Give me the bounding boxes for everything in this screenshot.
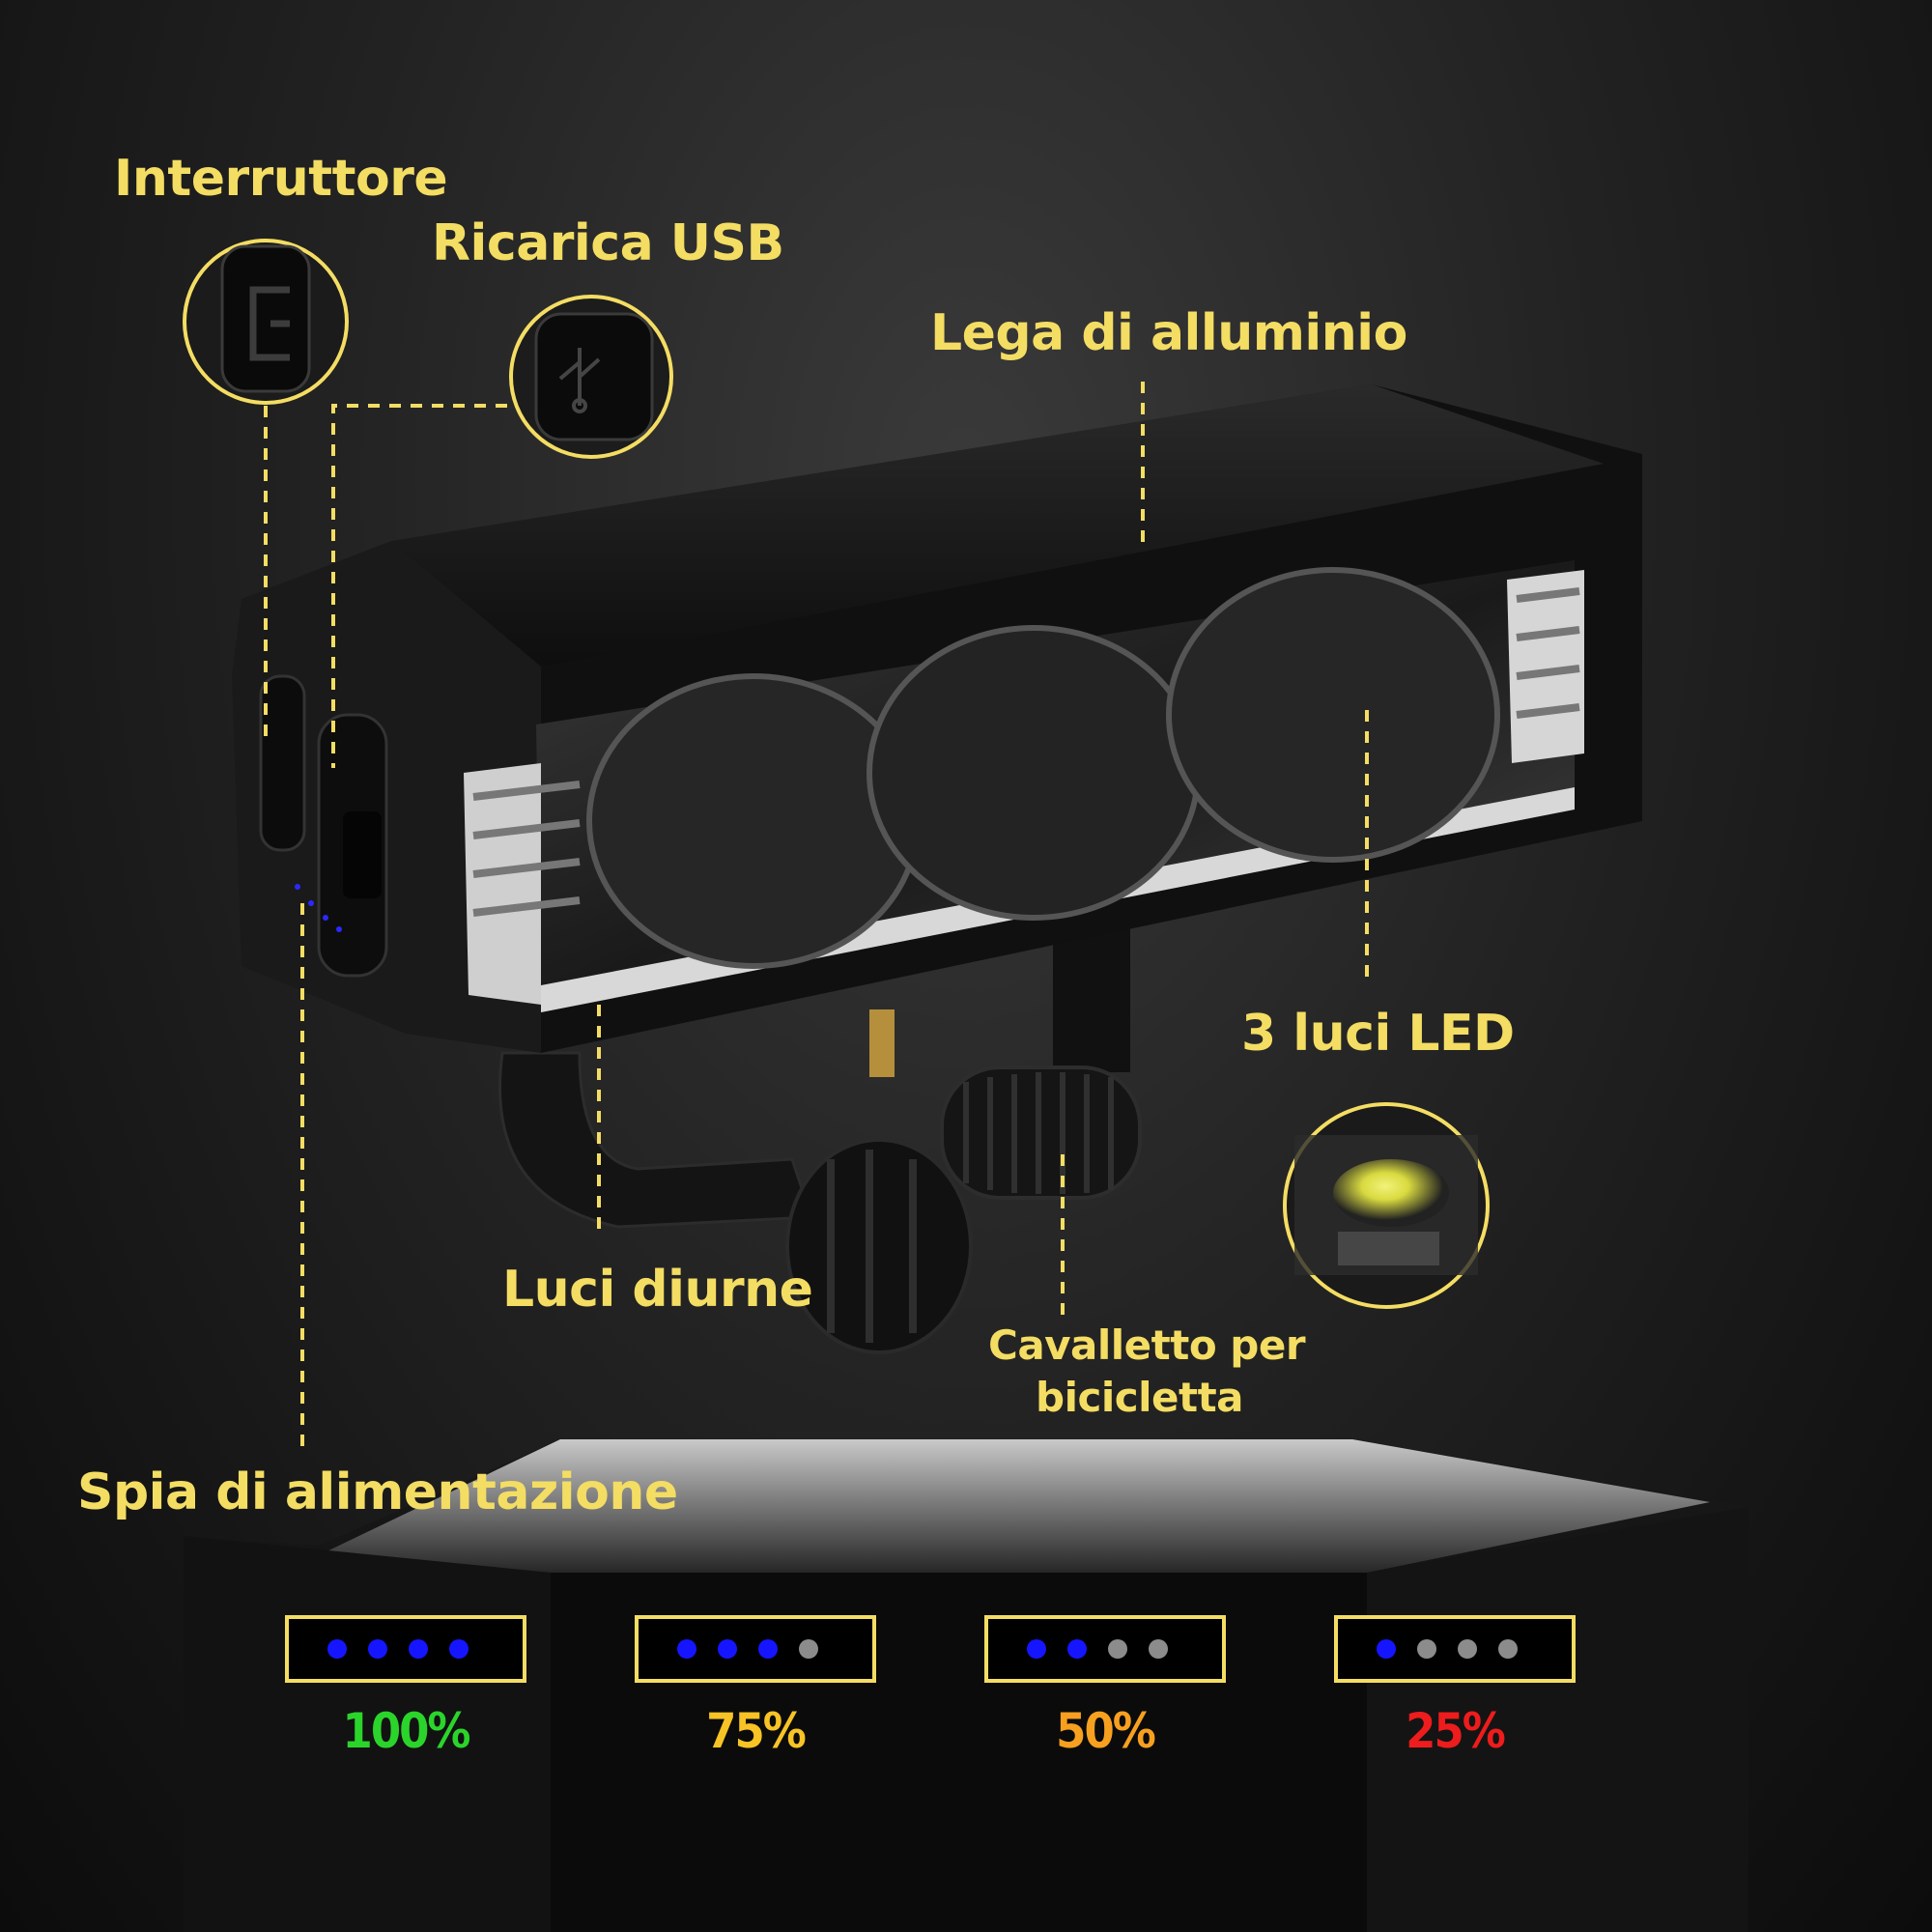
label-usb-charging: Ricarica USB [432,214,784,272]
power-button-icon [220,244,311,393]
label-mount-line2: bicicletta [1036,1374,1244,1421]
battery-indicator-box [1334,1615,1576,1683]
led-off-dot [1417,1639,1436,1659]
led-on-dot [677,1639,696,1659]
battery-indicator-box [635,1615,876,1683]
led-off-dot [1458,1639,1477,1659]
led-on-dot [409,1639,428,1659]
led-on-dot [449,1639,469,1659]
label-power-indicator: Spia di alimentazione [77,1463,678,1521]
battery-percentage-label: 100% [342,1703,471,1759]
led-off-dot [1498,1639,1518,1659]
led-on-dot [718,1639,737,1659]
led-on-dot [1027,1639,1046,1659]
label-mount-line1: Cavalletto per [988,1321,1306,1369]
handlebar-mount [498,927,1142,1354]
led-off-dot [1108,1639,1127,1659]
bike-light-body [232,384,1642,1053]
led-off-dot [799,1639,818,1659]
led-on-dot [368,1639,387,1659]
led-on-dot [1377,1639,1396,1659]
label-aluminium-alloy: Lega di alluminio [930,304,1407,362]
label-three-leds: 3 luci LED [1241,1005,1515,1063]
battery-percentage-label: 25% [1406,1703,1506,1759]
battery-percentage-label: 75% [706,1703,807,1759]
led-on-dot [1067,1639,1087,1659]
usb-icon [534,312,654,441]
battery-percentage-label: 50% [1056,1703,1156,1759]
power-switch-callout [183,239,349,405]
led-on-dot [758,1639,778,1659]
battery-indicator-box [285,1615,526,1683]
led-closeup-callout [1283,1102,1490,1309]
leader-lines [264,382,1369,1454]
label-daylight: Luci diurne [502,1261,813,1319]
battery-indicator-box [984,1615,1226,1683]
label-switch: Interruttore [114,150,448,208]
led-on-dot [327,1639,347,1659]
usb-callout [509,295,673,459]
led-off-dot [1149,1639,1168,1659]
